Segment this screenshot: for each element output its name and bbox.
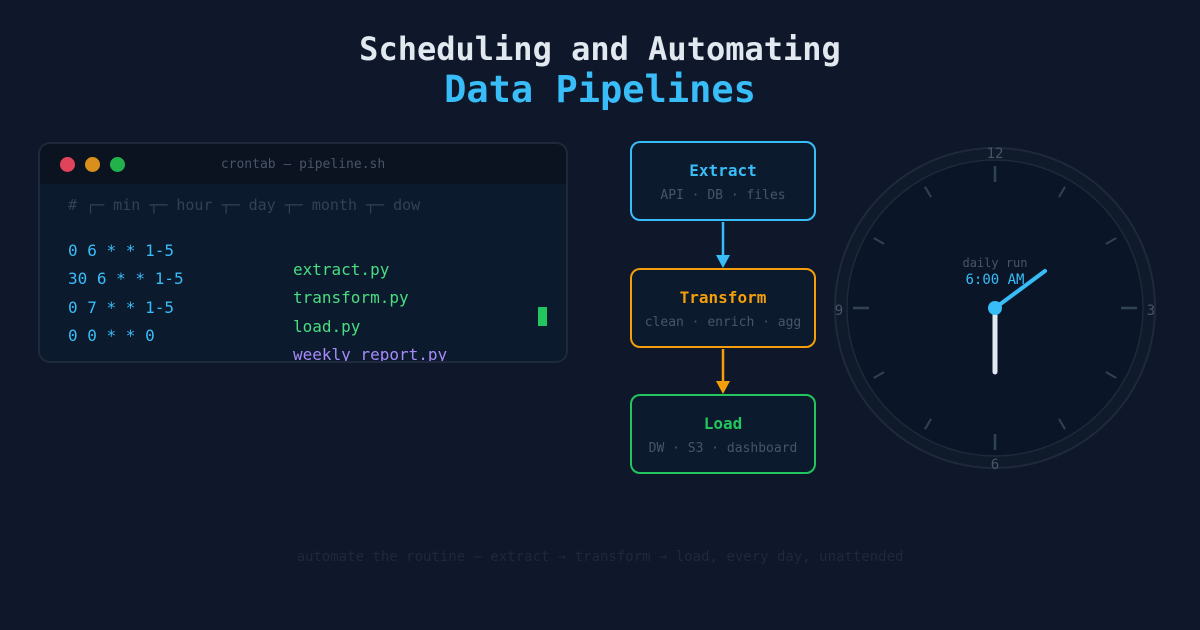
stage-transform: Transform clean · enrich · agg	[630, 268, 816, 348]
cron-command: weekly_report.py	[293, 345, 448, 363]
cron-row: 0 7 * * 1-5 load.py	[68, 279, 360, 355]
clock-tick	[1105, 237, 1117, 245]
clock-tick	[1058, 418, 1066, 430]
terminal-cursor	[538, 307, 547, 326]
cron-row: 0 0 * * 0 weekly_report.py	[68, 307, 447, 361]
arrowhead-transform-load	[716, 381, 730, 394]
close-window-button[interactable]	[60, 157, 75, 172]
cron-row: 30 6 * * 1-5 transform.py	[68, 250, 409, 326]
title-line-2: Data Pipelines	[444, 68, 756, 111]
cron-schedule: 0 0 * * 0	[68, 326, 155, 345]
clock-tick	[873, 237, 885, 245]
cron-field-header: # ┌─ min ┬─ hour ┬─ day ┬─ month ┬─ dow	[68, 196, 421, 214]
stage-load: Load DW · S3 · dashboard	[630, 394, 816, 474]
stage-name: Extract	[689, 161, 757, 180]
cron-command: extract.py	[293, 260, 390, 279]
maximize-window-button[interactable]	[110, 157, 125, 172]
terminal-title: crontab — pipeline.sh	[220, 157, 386, 172]
clock-numeral-12: 12	[987, 146, 1004, 162]
clock-caption: daily run	[962, 256, 1027, 270]
clock-minute-hand	[993, 269, 1047, 310]
clock-time-label: 6:00 AM	[965, 272, 1024, 288]
cron-command: load.py	[293, 317, 361, 336]
clock-tick	[1105, 371, 1117, 379]
stage-sources: API · DB · files	[660, 188, 786, 203]
clock-tick	[873, 371, 885, 379]
clock-tick	[1058, 186, 1066, 198]
clock-ticks	[853, 166, 1137, 450]
cron-schedule: 30 6 * * 1-5	[68, 269, 184, 288]
cron-schedule: 0 6 * * 1-5	[68, 241, 174, 260]
stage-sources: clean · enrich · agg	[644, 315, 802, 330]
stage-name: Load	[703, 414, 743, 433]
stage-extract: Extract API · DB · files	[630, 141, 816, 221]
stage-sources: DW · S3 · dashboard	[648, 441, 798, 456]
terminal-window: crontab — pipeline.sh # ┌─ min ┬─ hour ┬…	[38, 142, 568, 363]
cron-command: transform.py	[293, 288, 409, 307]
clock-numeral-3: 3	[1147, 303, 1155, 319]
clock-tick	[924, 418, 932, 430]
clock-numeral-6: 6	[991, 457, 999, 473]
stage-name: Transform	[679, 288, 767, 307]
minimize-window-button[interactable]	[85, 157, 100, 172]
arrowhead-extract-transform	[716, 255, 730, 268]
cron-schedule: 0 7 * * 1-5	[68, 298, 174, 317]
terminal-titlebar: crontab — pipeline.sh	[40, 144, 566, 184]
cron-row: 0 6 * * 1-5 extract.py	[68, 222, 389, 298]
clock-center-pin	[988, 301, 1002, 315]
footer-tagline: automate the routine — extract → transfo…	[296, 549, 904, 565]
title-line-1: Scheduling and Automating	[359, 30, 841, 68]
clock-numeral-9: 9	[835, 303, 843, 319]
clock-tick	[924, 186, 932, 198]
